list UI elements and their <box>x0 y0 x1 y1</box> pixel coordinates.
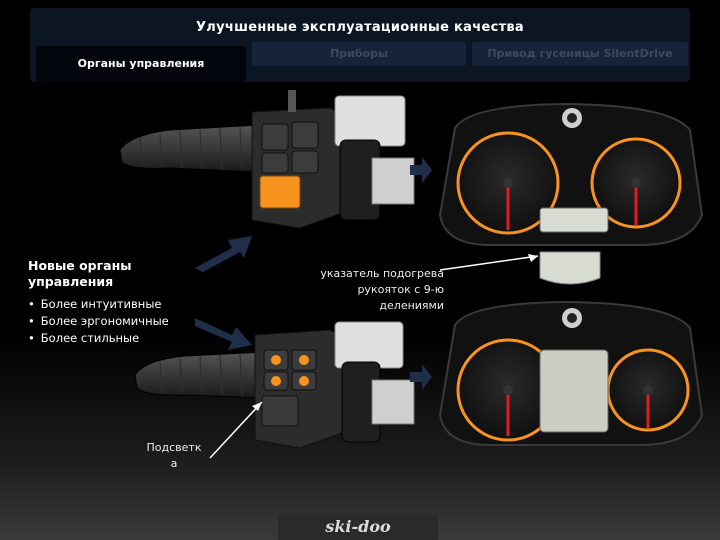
list-item: Более эргономичные <box>28 313 228 330</box>
header-title: Улучшенные эксплуатационные качества <box>195 20 525 35</box>
handlebar-switch-top-icon <box>119 90 415 229</box>
brand-logo: ski-doo <box>278 514 438 540</box>
tab-silentdrive[interactable]: Привод гусеницы SilentDrive <box>472 42 688 66</box>
tab-controls[interactable]: Органы управления <box>36 46 246 82</box>
backlight-pointer-line <box>209 401 263 459</box>
left-feature-panel: Новые органы управления Более интуитивны… <box>28 258 228 347</box>
feature-list: Более интуитивные Более эргономичные Бол… <box>28 296 228 347</box>
handlebar-switch-bottom-icon <box>134 321 415 449</box>
heater-indicator-annotation: указатель подогрева рукояток с 9-ю делен… <box>320 267 444 312</box>
feature-heading: Новые органы управления <box>28 258 132 289</box>
gauge-cluster-bottom-icon <box>438 300 704 446</box>
tab-instruments[interactable]: Приборы <box>252 42 466 66</box>
gauge-cluster-top-icon <box>438 102 704 285</box>
list-item: Более стильные <box>28 330 228 347</box>
list-item: Более интуитивные <box>28 296 228 313</box>
backlight-annotation: Подсветк а <box>146 441 202 470</box>
logo-text: ski-doo <box>325 517 391 536</box>
heater-pointer-line <box>439 255 539 271</box>
